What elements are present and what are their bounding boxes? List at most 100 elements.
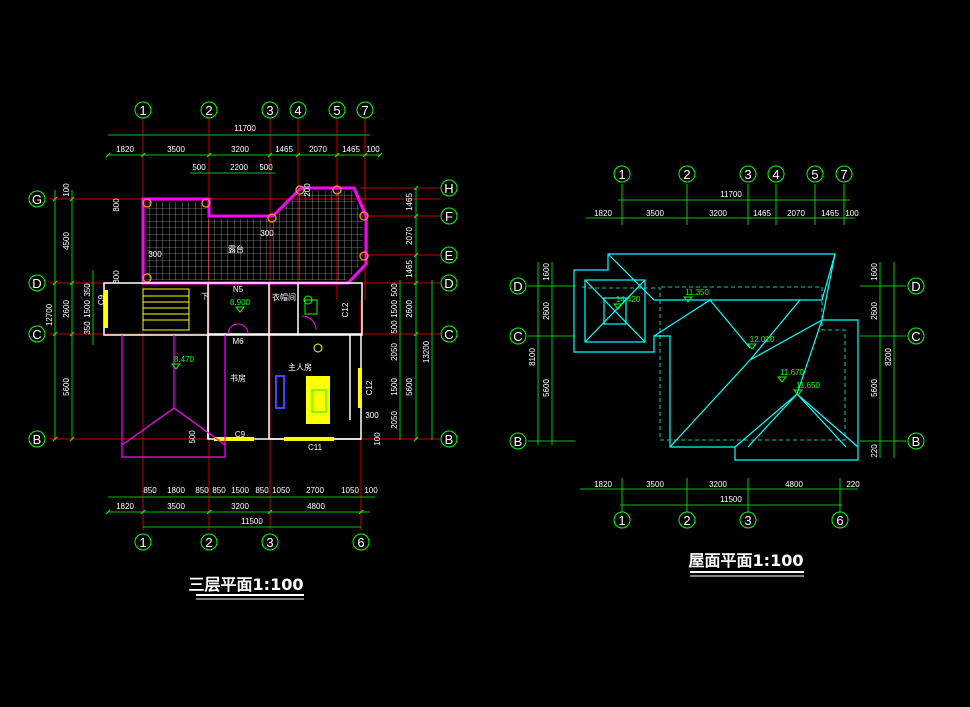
dim-text: 2200 [230,163,248,172]
axis-label: B [445,432,454,447]
dim-text: C9 [97,294,106,305]
dim-text: 5600 [405,378,414,396]
axis-label: D [911,279,920,294]
dim-text: 1820 [594,480,612,489]
dim-text: 1600 [542,263,551,281]
dim-text: 3200 [231,145,249,154]
dim-text: 1820 [594,209,612,218]
left-axis-bubbles [28,190,46,448]
wall-dashed-outline [582,286,846,441]
room-label-study: 书房 [230,373,246,383]
axis-label: B [912,434,921,449]
dim-text: 800 [112,198,121,212]
top-axis-bubbles [134,101,374,119]
dim-text: 500 [192,163,206,172]
dim-text: 300 [148,250,162,259]
dim-text: 850 [195,486,209,495]
axis-label: 4 [772,167,779,182]
axis-label: 2 [683,167,690,182]
dim-text: 220 [846,480,860,489]
dim-text: 1500 [83,300,92,318]
dim-text: 2600 [542,302,551,320]
dim-text: 500 [390,283,399,297]
level-mark: 11.350 [685,288,709,297]
dim-text: 2050 [390,411,399,429]
dim-text: 200 [303,183,312,197]
drawing-title-right: 屋面平面1:100 [689,551,804,570]
stair-down-label: 下 [201,292,209,301]
level-mark: 8.900 [230,298,251,307]
doors [227,315,317,335]
right-axis-bubbles [440,179,458,448]
axis-label: 1 [618,513,625,528]
dim-text: 1500 [390,378,399,396]
axis-label: C [513,329,522,344]
dim-text: 300 [260,229,274,238]
dim-text: 11500 [720,495,742,504]
dim-text: 1800 [167,486,185,495]
dim-text: 1050 [272,486,290,495]
axis-label: 2 [205,103,212,118]
dim-text: 4500 [62,232,71,250]
dim-text: 220 [870,444,879,458]
roof-lines [573,253,859,461]
top-axis-bubbles [613,165,853,183]
room-label-master-bedroom: 主人房 [288,362,312,372]
column-circles [142,185,369,283]
dim-text: 100 [366,145,380,154]
dim-text: 11500 [241,517,263,526]
windows [104,290,362,441]
drawing-title-left: 三层平面1:100 [189,575,304,594]
dim-text: 11700 [720,190,742,199]
axis-label: 6 [836,513,843,528]
level-mark: 8.470 [174,355,195,364]
dim-text: 2600 [62,300,71,318]
dim-text: 2070 [405,227,414,245]
dim-text: 2700 [306,486,324,495]
level-triangles [612,296,804,396]
stair [142,288,190,331]
dim-text: 12700 [45,303,54,326]
axis-label: 7 [840,167,847,182]
axis-label: C [911,329,920,344]
bay-roof [121,335,226,458]
dim-text: 4800 [785,480,803,489]
dim-text: 5600 [870,379,879,397]
dim-text: 2600 [870,302,879,320]
axis-label: B [514,434,523,449]
dim-text: 1465 [342,145,360,154]
dim-text: 3500 [167,502,185,511]
axis-label: C [444,327,453,342]
light-fixture [313,343,323,353]
dimension-ticks [52,152,419,515]
level-triangle [170,363,182,370]
dim-text: 300 [112,270,121,284]
axis-label: 5 [333,103,340,118]
dim-text: 1465 [405,260,414,278]
dim-text: 8100 [528,348,537,366]
roof-plan: 1 2 3 4 5 7 1 2 3 6 D C B D C B [509,165,925,577]
dim-text: 850 [143,486,157,495]
axis-label: 4 [294,103,301,118]
level-mark: 12.010 [750,335,775,344]
third-floor-plan: 1 2 3 4 5 7 1 2 3 6 G D C B [28,101,458,600]
window-label: C9 [235,430,246,439]
dim-text: 8200 [884,348,893,366]
side-axis-bubbles [509,277,925,450]
closet-fixture [304,299,318,315]
axis-label: 1 [618,167,625,182]
dim-text: 1820 [116,145,134,154]
axis-label: 3 [266,535,273,550]
dim-text: 1820 [116,502,134,511]
axis-label: B [33,432,42,447]
dim-text: 350 [83,283,92,297]
axis-label: 2 [683,513,690,528]
dim-text: 13200 [422,340,431,363]
axis-label: 2 [205,535,212,550]
axis-label: D [444,276,453,291]
dimension-lines [528,184,906,512]
dim-text: 1465 [821,209,839,218]
axis-label: F [445,209,453,224]
dim-text: 100 [373,432,382,446]
room-label-closet: 衣帽间 [272,292,296,302]
